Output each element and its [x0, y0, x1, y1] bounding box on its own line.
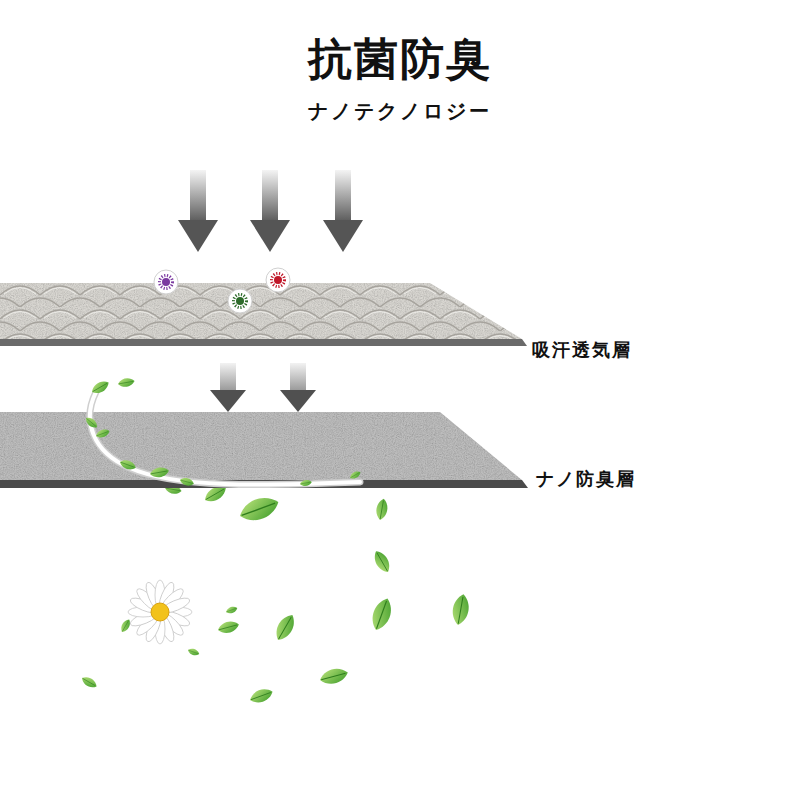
- layer-shape: [0, 283, 530, 347]
- flow-arrow: [220, 363, 236, 390]
- layer-shape: [0, 412, 530, 490]
- fabric-layer: 吸汗透気層: [0, 283, 660, 363]
- title: 抗菌防臭: [0, 34, 800, 87]
- layer-label: 吸汗透気層: [532, 339, 632, 361]
- daisy-flower: [128, 580, 192, 644]
- fabric-layer: ナノ防臭層: [0, 412, 660, 492]
- subtitle-label: ナノテクノロジー: [0, 99, 800, 123]
- incoming-arrows: [178, 170, 363, 252]
- falling-leaves: [80, 483, 471, 706]
- germ-icons: [154, 268, 290, 313]
- flow-arrow: [290, 363, 306, 390]
- fresh-air-swirl: [84, 377, 362, 487]
- layer-label: ナノ防臭層: [536, 468, 636, 490]
